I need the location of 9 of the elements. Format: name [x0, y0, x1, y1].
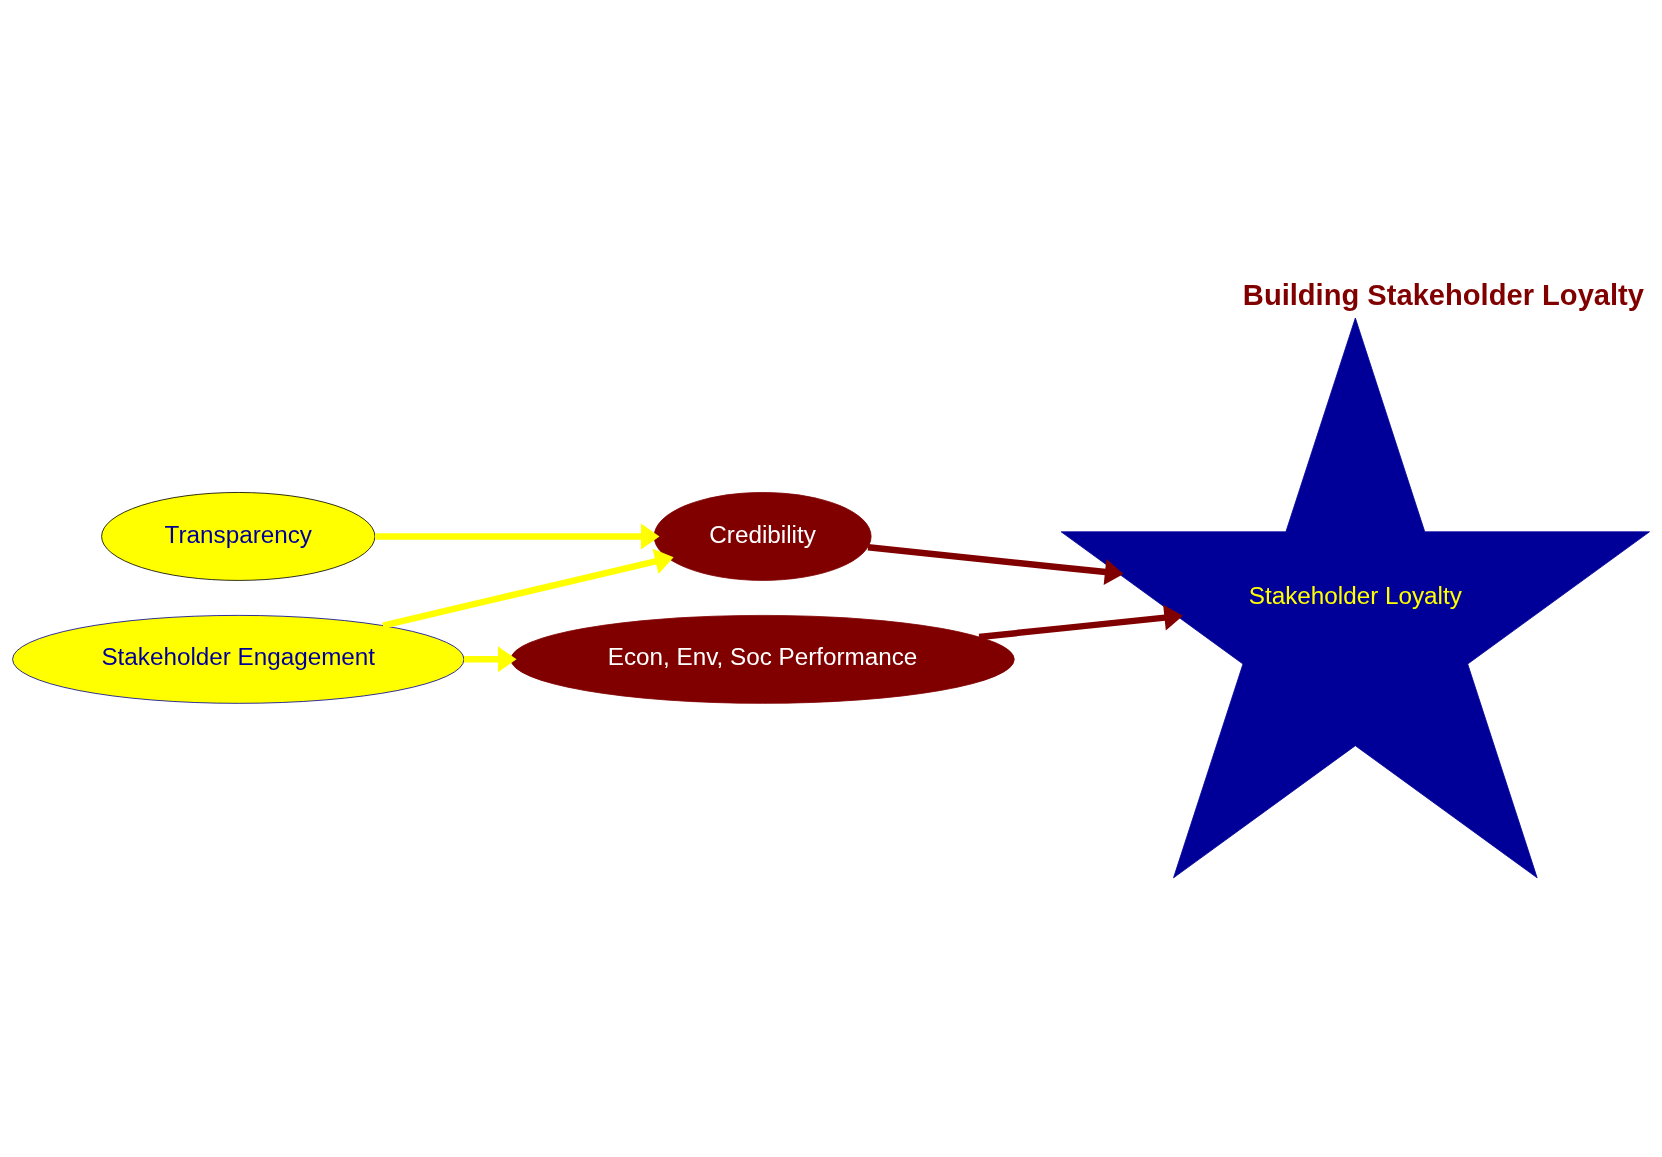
node-ellipse: Econ, Env, Soc Performance [510, 614, 1015, 704]
arrow [375, 523, 660, 550]
arrow [464, 646, 517, 673]
arrow [382, 548, 674, 629]
node-ellipse: Stakeholder Engagement [12, 614, 465, 704]
arrow [867, 544, 1124, 585]
arrow [978, 604, 1183, 641]
node-ellipse: Transparency [101, 492, 376, 581]
diagram-title: Building Stakeholder Loyalty [1242, 278, 1644, 311]
